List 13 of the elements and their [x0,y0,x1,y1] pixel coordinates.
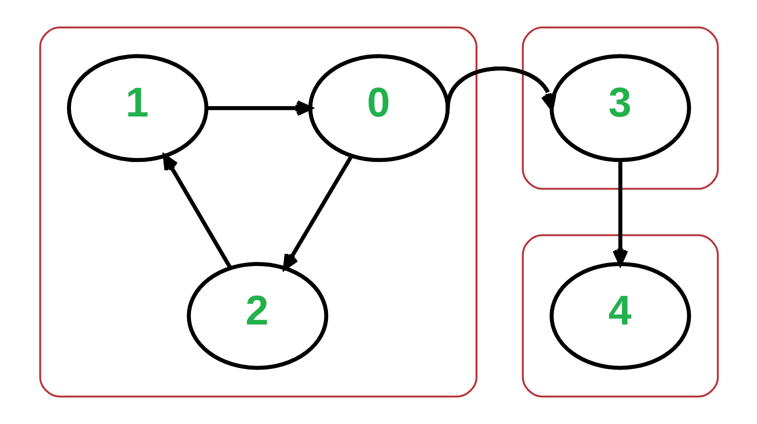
cluster [38,26,477,398]
node-ellipse: 0 [308,54,450,162]
arrow [445,66,556,110]
cluster [521,234,718,398]
node-ellipse: 1 [66,54,208,162]
arrow [612,160,628,266]
arrow [282,155,353,270]
arrow [162,154,232,270]
arrow [206,100,312,116]
node-ellipse: 4 [549,262,691,370]
cluster [521,26,718,190]
node-ellipse: 2 [186,262,328,370]
node-ellipse: 3 [549,54,691,162]
